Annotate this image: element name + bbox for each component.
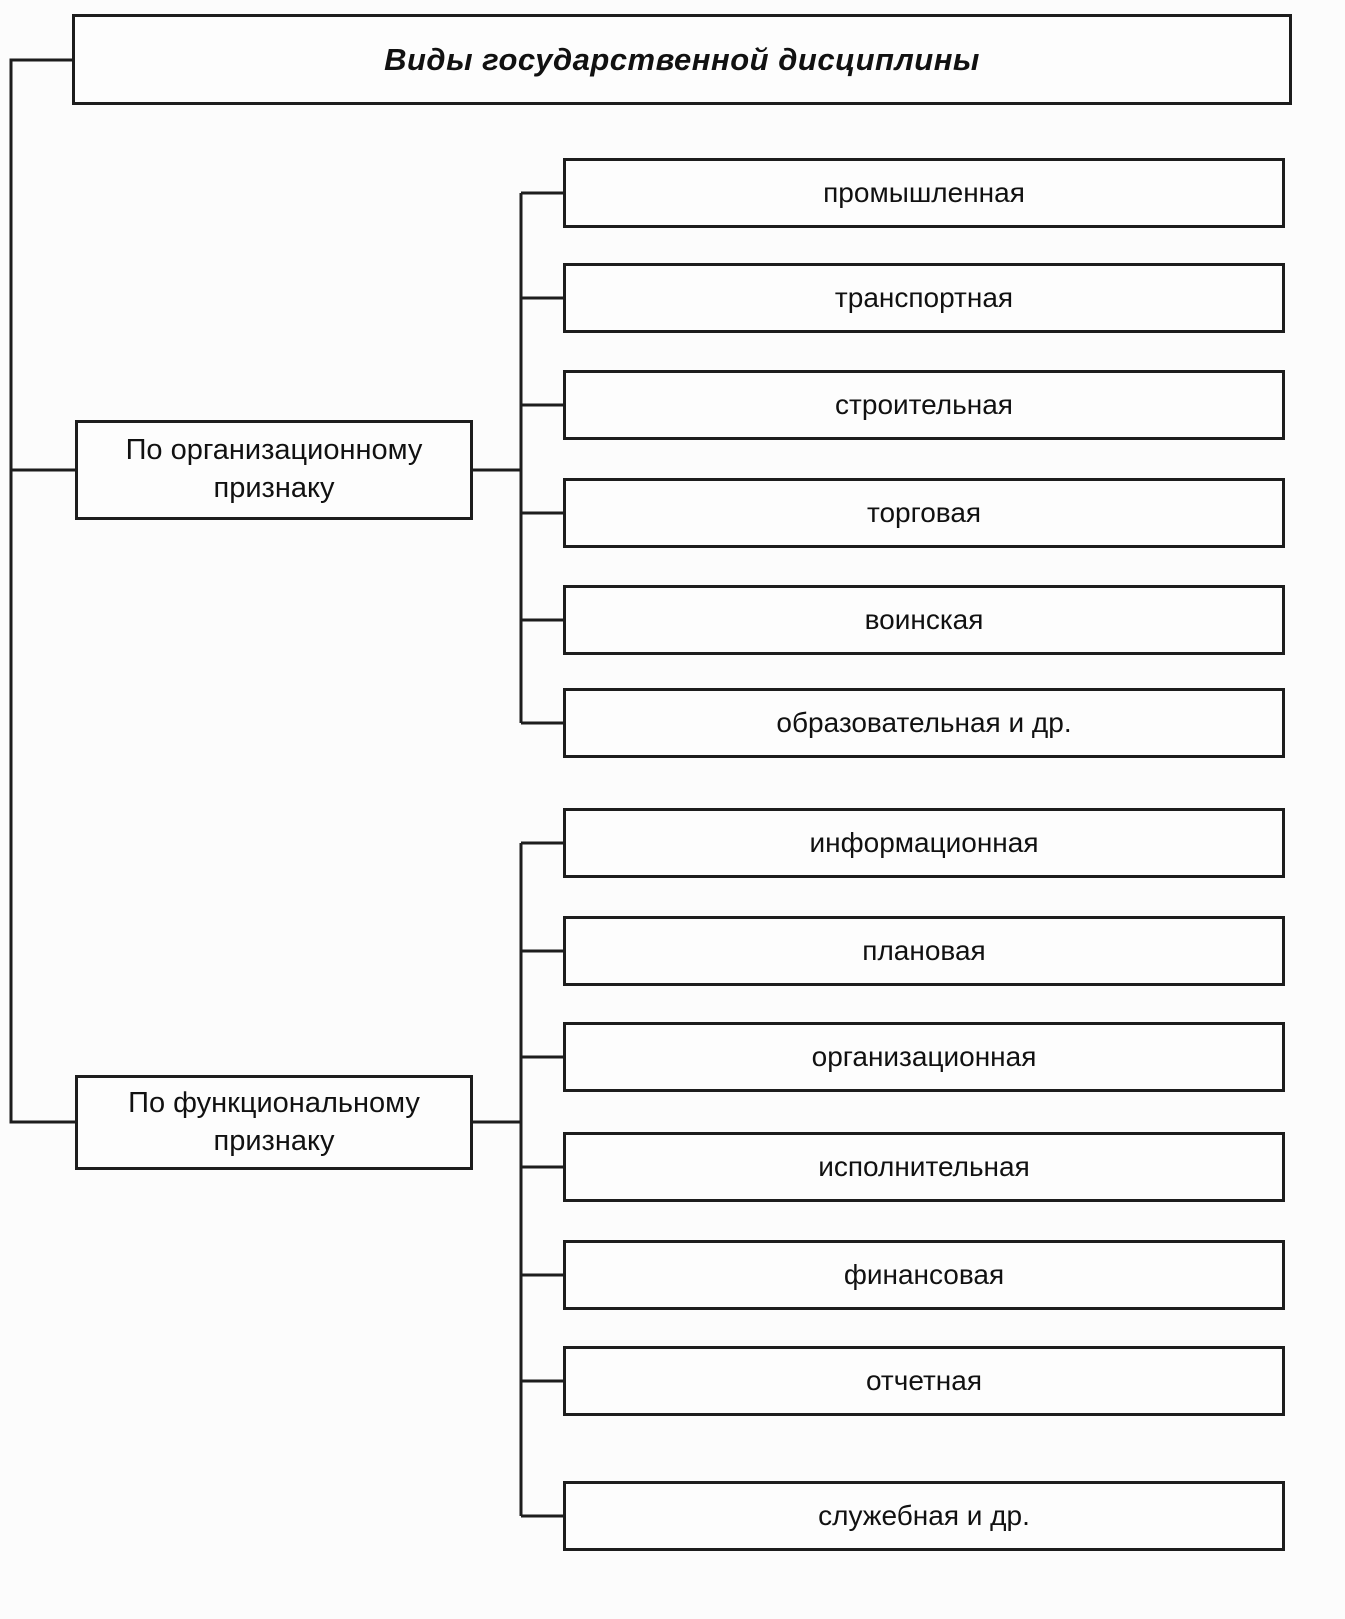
leaf-box-informational: информационная [563, 808, 1285, 878]
leaf-box-financial: финансовая [563, 1240, 1285, 1310]
leaf-box-reporting: отчетная [563, 1346, 1285, 1416]
leaf-box-transport: транспортная [563, 263, 1285, 333]
leaf-box-industrial: промышленная [563, 158, 1285, 228]
leaf-box-organizational: организационная [563, 1022, 1285, 1092]
leaf-box-educational: образовательная и др. [563, 688, 1285, 758]
diagram-title: Виды государственной дисциплины [72, 14, 1292, 105]
leaf-box-service: служебная и др. [563, 1481, 1285, 1551]
leaf-box-executive: исполнительная [563, 1132, 1285, 1202]
leaf-box-trade: торговая [563, 478, 1285, 548]
leaf-box-construction: строительная [563, 370, 1285, 440]
leaf-box-military: воинская [563, 585, 1285, 655]
branch-box-organizational-criterion: По организационному признаку [75, 420, 473, 520]
left-spine-line [9, 58, 75, 1124]
branch-box-functional-criterion: По функциональному признаку [75, 1075, 473, 1170]
leaf-box-planning: плановая [563, 916, 1285, 986]
